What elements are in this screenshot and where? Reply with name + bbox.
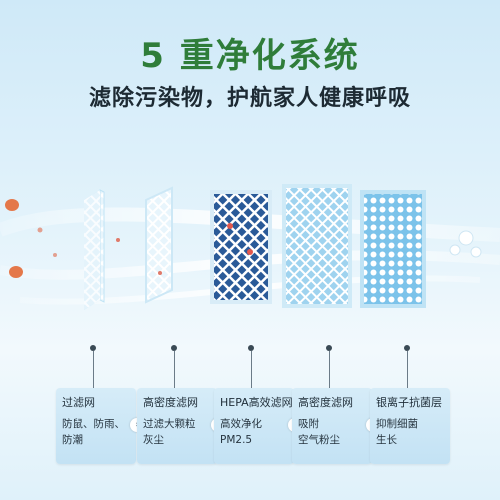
pollutant-particle-icon: [5, 199, 162, 278]
connector-line: [174, 351, 175, 388]
filter-panel-1: [84, 189, 105, 310]
stage-desc-line2: 空气粉尘: [298, 434, 340, 446]
stage-description: 抑制细菌生长: [376, 416, 418, 448]
connector-line: [251, 351, 252, 388]
stage-desc-line2: PM2.5: [220, 434, 253, 446]
connector-dot: [90, 345, 96, 351]
stage-desc-line1: 吸附: [298, 418, 319, 430]
connector-dot: [404, 345, 410, 351]
stage-description: 吸附空气粉尘: [298, 416, 340, 448]
stage-desc-line1: 过滤大颗粒: [143, 418, 196, 430]
stage-desc-line2: 灰尘: [143, 434, 164, 446]
stage-desc-line1: 抑制细菌: [376, 418, 418, 430]
stage-name: 过滤网: [62, 396, 95, 409]
filter-panel-4: [282, 184, 352, 308]
stage-name: HEPA高效滤网: [220, 396, 293, 409]
connector-dot: [248, 345, 254, 351]
filter-panel-2: [145, 186, 173, 304]
page-subtitle: 滤除污染物，护航家人健康呼吸: [88, 86, 411, 111]
stage-description: 过滤大颗粒灰尘: [143, 416, 196, 448]
stage-desc-line2: 生长: [376, 434, 397, 446]
stage-description: 高效净化 PM2.5: [220, 416, 262, 448]
stage-desc-line2: 防潮: [62, 434, 83, 446]
connector-dot: [171, 345, 177, 351]
connector-line: [407, 351, 408, 388]
filter-panel-5: [360, 190, 426, 308]
connector-dot: [326, 345, 332, 351]
stage-card-2: 高密度滤网过滤大颗粒灰尘: [137, 388, 217, 464]
connector-line: [329, 351, 330, 388]
connector-line: [93, 351, 94, 388]
air-bubbles-icon: [449, 230, 482, 258]
stage-desc-line1: 高效净化: [220, 418, 262, 430]
stage-name: 银离子抗菌层: [376, 396, 442, 409]
filter-illustration: [0, 184, 500, 310]
stage-card-5: 银离子抗菌层抑制细菌生长: [370, 388, 450, 464]
stage-name: 高密度滤网: [298, 396, 353, 409]
stage-name: 高密度滤网: [143, 396, 198, 409]
stage-desc-line1: 防鼠、防雨、: [62, 418, 125, 430]
stage-card-4: 高密度滤网吸附空气粉尘: [292, 388, 372, 464]
filter-panel-3: [210, 190, 272, 304]
stage-description: 防鼠、防雨、防潮: [62, 416, 125, 448]
page-title: 5 重净化系统: [140, 36, 360, 76]
stage-card-1: 过滤网防鼠、防雨、防潮: [56, 388, 136, 464]
stage-card-3: HEPA高效滤网高效净化 PM2.5: [214, 388, 294, 464]
